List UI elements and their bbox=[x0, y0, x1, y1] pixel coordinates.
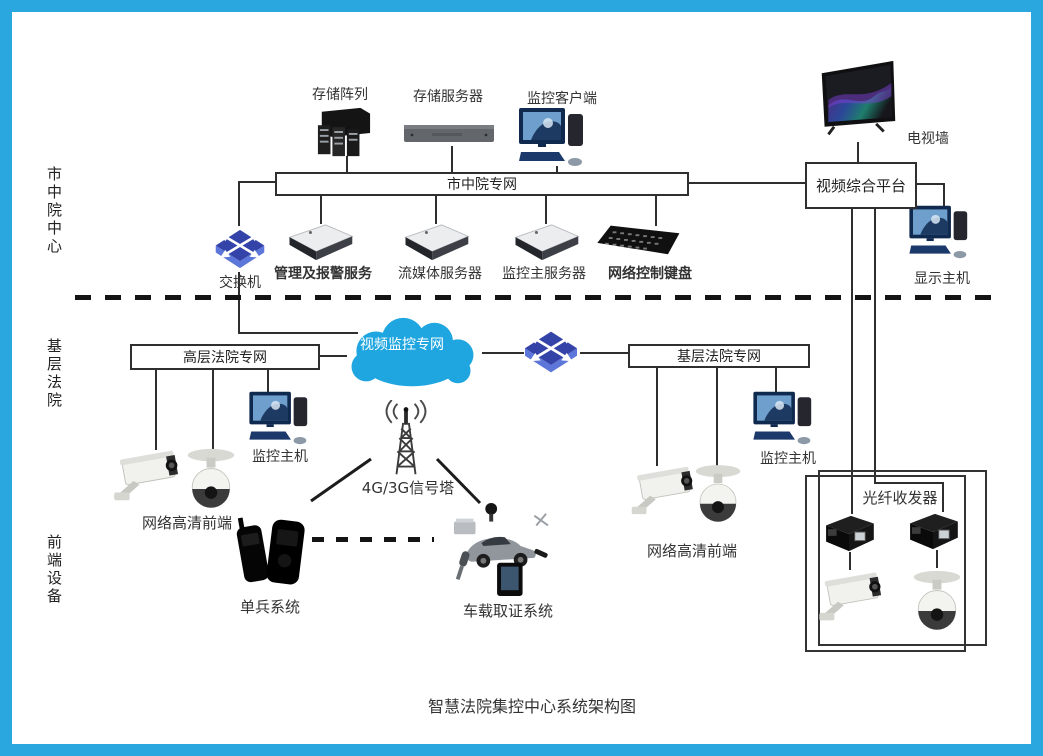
video-network-label: 视频监控专网 bbox=[360, 337, 444, 353]
soldier-system-label: 单兵系统 bbox=[239, 598, 300, 616]
monitor-client-label: 监控客户端 bbox=[527, 91, 597, 107]
bullet-camera-icon-right bbox=[628, 462, 704, 520]
connector-line bbox=[320, 192, 322, 224]
hd-frontend-right-label: 网络高清前端 bbox=[646, 542, 737, 560]
network-keyboard-icon bbox=[596, 218, 696, 260]
display-host-label: 显示主机 bbox=[914, 271, 970, 287]
tv-wall-icon bbox=[816, 58, 900, 142]
video-network-cloud-icon bbox=[338, 314, 486, 394]
vehicle-evidence-icon bbox=[448, 500, 554, 598]
connector-line bbox=[942, 482, 944, 512]
signal-tower-label: 4G/3G信号塔 bbox=[361, 479, 455, 497]
region-separator-dashed-line bbox=[75, 295, 1005, 300]
bullet-camera-icon-fiber bbox=[814, 568, 894, 626]
connector-line bbox=[912, 183, 944, 185]
connector-line bbox=[874, 482, 944, 484]
connector-line bbox=[545, 192, 547, 224]
region-label-frontend-devices: 前端设备 bbox=[45, 534, 63, 606]
signal-tower-icon bbox=[381, 400, 431, 478]
storage-array-icon bbox=[310, 104, 378, 160]
high-court-network-label: 高层法院专网 bbox=[183, 350, 267, 366]
fiber-transceiver-icon-right bbox=[904, 510, 962, 552]
diagram-title: 智慧法院集控中心系统架构图 bbox=[427, 697, 636, 716]
connector-line bbox=[155, 366, 157, 450]
connector-line bbox=[238, 181, 275, 183]
tv-wall-label: 电视墙 bbox=[907, 131, 949, 147]
dome-camera-icon-left bbox=[186, 444, 236, 518]
connector-line bbox=[451, 146, 453, 172]
connector-line bbox=[346, 156, 348, 172]
switch-label: 交换机 bbox=[219, 275, 261, 291]
fiber-transceiver-icon-left bbox=[820, 512, 878, 554]
connector-line bbox=[655, 192, 657, 226]
soldier-vehicle-dashed-link bbox=[312, 537, 434, 542]
fiber-group-outline-back bbox=[818, 470, 987, 646]
video-platform-label: 视频综合平台 bbox=[815, 177, 906, 195]
region-label-basic-courts: 基层法院 bbox=[45, 338, 63, 410]
region-label-city-court-center: 市中院中心 bbox=[45, 166, 63, 256]
connector-line bbox=[656, 364, 658, 466]
display-host-computer-icon bbox=[906, 204, 976, 260]
monitor-host-right-label: 监控主机 bbox=[760, 451, 816, 467]
connector-line bbox=[851, 204, 853, 514]
mgmt-alarm-server-icon bbox=[280, 222, 358, 264]
fiber-transceiver-label: 光纤收发器 bbox=[862, 489, 938, 507]
connector-line bbox=[685, 182, 805, 184]
dome-camera-icon-fiber bbox=[912, 564, 962, 642]
video-platform-box: 视频综合平台 bbox=[805, 162, 917, 209]
connector-line bbox=[315, 355, 347, 357]
connector-line bbox=[874, 204, 876, 482]
connector-line bbox=[580, 352, 628, 354]
monitor-main-server-icon bbox=[506, 222, 584, 264]
monitor-client-computer-icon bbox=[518, 106, 590, 168]
monitor-main-label: 监控主服务器 bbox=[502, 266, 586, 282]
storage-server-label: 存储服务器 bbox=[413, 89, 483, 105]
city-court-network-label: 市中院专网 bbox=[447, 177, 517, 193]
basic-court-network-label: 基层法院专网 bbox=[677, 349, 761, 365]
basic-court-network-box: 基层法院专网 bbox=[628, 344, 810, 368]
connector-line bbox=[435, 192, 437, 224]
connector-line bbox=[936, 550, 938, 568]
connector-line bbox=[857, 142, 859, 162]
bullet-camera-icon-left bbox=[110, 446, 190, 506]
connector-line bbox=[238, 272, 240, 333]
connector-line bbox=[212, 366, 214, 450]
connector-line bbox=[556, 166, 558, 172]
monitor-host-left-computer-icon bbox=[246, 390, 316, 446]
fiber-group-outline bbox=[805, 475, 966, 652]
monitor-host-right-computer-icon bbox=[750, 390, 820, 446]
city-court-network-bus: 市中院专网 bbox=[275, 172, 689, 196]
connector-line bbox=[943, 183, 945, 206]
network-keyboard-label: 网络控制键盘 bbox=[608, 266, 692, 282]
vehicle-evidence-label: 车载取证系统 bbox=[462, 602, 553, 620]
connector-line bbox=[238, 332, 358, 334]
stream-server-label: 流媒体服务器 bbox=[398, 266, 482, 282]
connector-line bbox=[238, 181, 240, 226]
soldier-system-icon bbox=[226, 505, 310, 597]
connector-line bbox=[267, 366, 269, 392]
hd-frontend-left-label: 网络高清前端 bbox=[141, 514, 232, 532]
connector-line bbox=[482, 352, 524, 354]
high-court-network-box: 高层法院专网 bbox=[130, 344, 320, 370]
mgmt-alarm-label: 管理及报警服务 bbox=[274, 266, 372, 282]
connector-line bbox=[775, 364, 777, 392]
connector-line bbox=[716, 364, 718, 470]
connector-line bbox=[849, 552, 851, 570]
monitor-host-left-label: 监控主机 bbox=[252, 449, 308, 465]
switch-icon-basic bbox=[522, 326, 580, 378]
stream-server-icon bbox=[396, 222, 474, 264]
storage-array-label: 存储阵列 bbox=[312, 87, 368, 103]
dome-camera-icon-right bbox=[694, 458, 742, 534]
switch-icon-city bbox=[214, 224, 266, 274]
storage-server-icon bbox=[402, 118, 496, 148]
